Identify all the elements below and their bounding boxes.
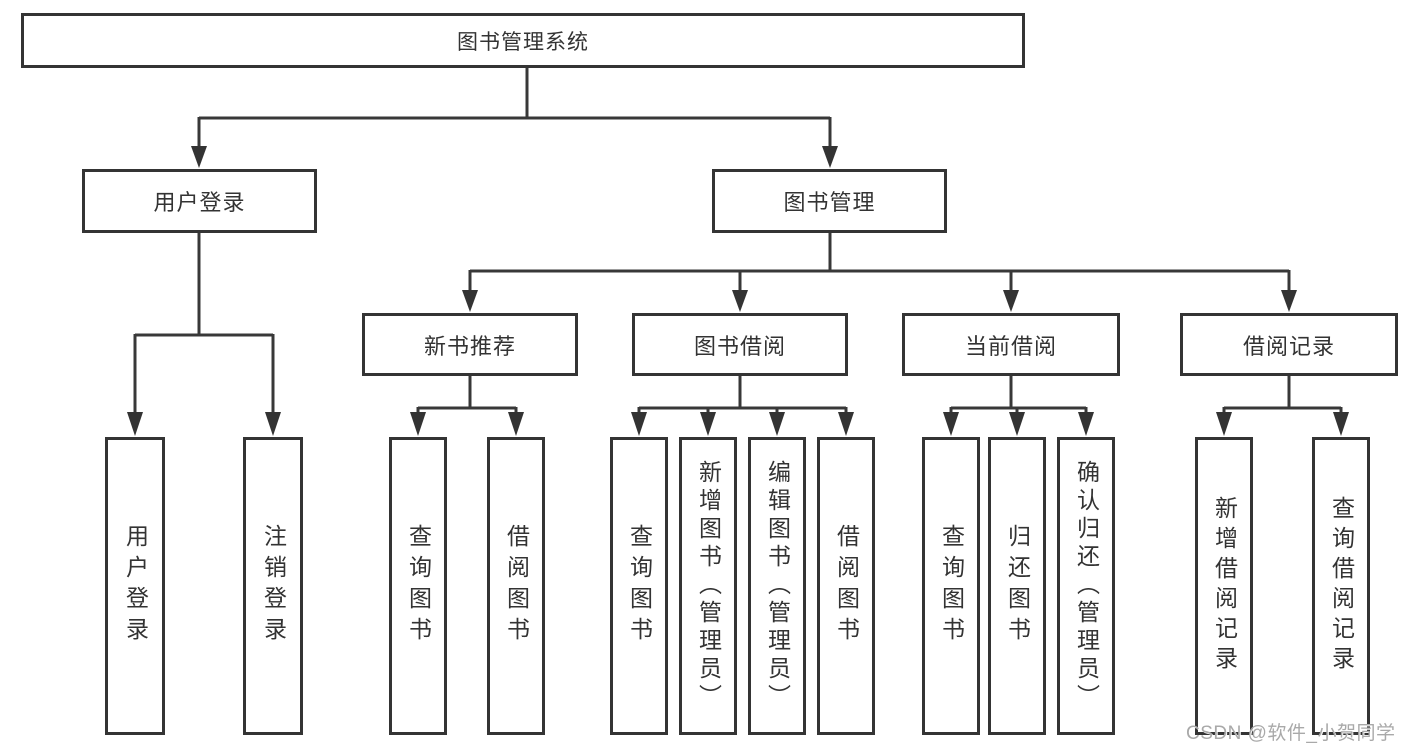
leaf-add-book-admin: 新增图书（管理员） — [679, 437, 737, 735]
node-book-management-label: 图书管理 — [783, 190, 876, 215]
leaf-query-books-recommend-label: 查询图书 — [405, 524, 432, 648]
leaf-add-borrow-record: 新增借阅记录 — [1195, 437, 1253, 735]
leaf-logout: 注销登录 — [243, 437, 303, 735]
leaf-edit-book-admin-label: 编辑图书（管理员） — [764, 460, 791, 712]
leaf-edit-book-admin: 编辑图书（管理员） — [748, 437, 806, 735]
node-borrow-records-label: 借阅记录 — [1242, 333, 1335, 359]
leaf-user-login: 用户登录 — [105, 437, 165, 735]
watermark: CSDN @软件_小贺同学 — [1186, 723, 1396, 744]
leaf-add-borrow-record-label: 新增借阅记录 — [1211, 496, 1238, 676]
leaf-query-books-borrow-label: 查询图书 — [626, 524, 653, 648]
leaf-logout-label: 注销登录 — [260, 524, 287, 648]
leaf-return-books-label: 归还图书 — [1004, 524, 1031, 648]
node-current-borrow-label: 当前借阅 — [964, 333, 1057, 359]
node-current-borrow: 当前借阅 — [902, 313, 1120, 376]
node-library-system-label: 图书管理系统 — [457, 30, 589, 54]
leaf-return-books: 归还图书 — [988, 437, 1046, 735]
leaf-borrow-books-borrow-label: 借阅图书 — [833, 524, 860, 648]
node-new-book-recommend: 新书推荐 — [362, 313, 578, 376]
leaf-borrow-books-recommend-label: 借阅图书 — [503, 524, 530, 648]
leaf-query-borrow-record: 查询借阅记录 — [1312, 437, 1370, 735]
leaf-borrow-books-borrow: 借阅图书 — [817, 437, 875, 735]
leaf-query-books-borrow: 查询图书 — [610, 437, 668, 735]
leaf-query-books-current-label: 查询图书 — [938, 524, 965, 648]
leaf-query-books-recommend: 查询图书 — [389, 437, 447, 735]
node-book-management: 图书管理 — [712, 169, 947, 233]
leaf-confirm-return-admin: 确认归还（管理员） — [1057, 437, 1115, 735]
node-book-borrow: 图书借阅 — [632, 313, 848, 376]
node-borrow-records: 借阅记录 — [1180, 313, 1398, 376]
node-book-borrow-label: 图书借阅 — [693, 333, 786, 359]
leaf-add-book-admin-label: 新增图书（管理员） — [695, 460, 722, 712]
node-user-login: 用户登录 — [82, 169, 317, 233]
leaf-user-login-label: 用户登录 — [122, 524, 149, 648]
node-library-system: 图书管理系统 — [21, 13, 1025, 68]
leaf-confirm-return-admin-label: 确认归还（管理员） — [1073, 460, 1100, 712]
leaf-query-borrow-record-label: 查询借阅记录 — [1328, 496, 1355, 676]
leaf-borrow-books-recommend: 借阅图书 — [487, 437, 545, 735]
node-new-book-recommend-label: 新书推荐 — [423, 333, 516, 359]
node-user-login-label: 用户登录 — [153, 190, 246, 215]
leaf-query-books-current: 查询图书 — [922, 437, 980, 735]
